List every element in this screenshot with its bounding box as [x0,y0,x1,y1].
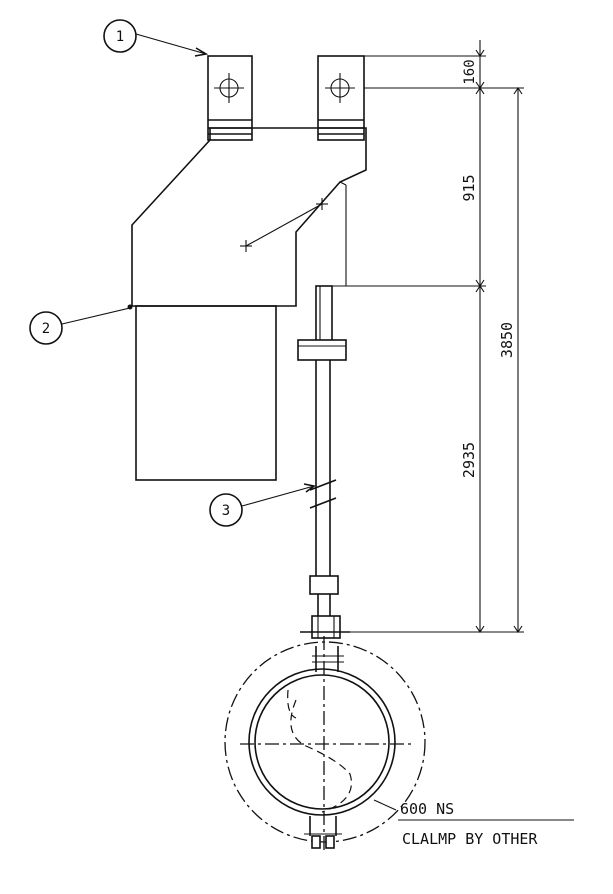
clamp-bottom-lug [304,816,342,849]
balloon-2-number: 2 [42,321,50,337]
dimension-3850: 3850 [498,322,516,358]
balloon-1: 1 [103,19,209,57]
balloon-1-number: 1 [116,29,124,45]
balloon-2: 2 [29,304,133,345]
pipe-size-note: 600 NS [373,799,574,821]
dimension-lines [320,40,524,633]
spring-can-body [131,127,367,481]
load-column [297,285,347,361]
dimension-915: 915 [460,174,478,201]
balloon-3-number: 3 [222,503,230,519]
dimension-2935: 2935 [460,442,478,478]
dimension-labels: 160 915 3850 2935 [460,59,516,478]
clamp-note: CLALMP BY OTHER [402,830,538,848]
hanger-rod [309,360,339,618]
pipe-section [224,636,426,852]
pipe-size-label: 600 NS [400,800,454,818]
dimension-160: 160 [462,59,478,84]
top-lug-right [317,55,365,141]
clamp-top-lug [300,615,350,672]
balloon-3: 3 [209,483,316,527]
